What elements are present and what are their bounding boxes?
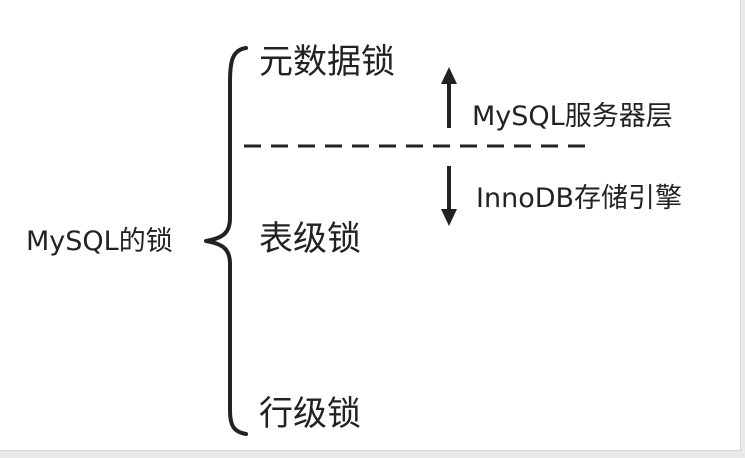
row-lock-label: 行级锁 [259,394,361,434]
server-layer-label: MySQL服务器层 [472,101,673,132]
metadata-lock-label: 元数据锁 [259,42,395,82]
down-arrow-icon [441,166,457,226]
brace-icon [204,46,248,436]
root-label: MySQL的锁 [26,226,173,257]
storage-engine-label: InnoDB存储引擎 [476,183,683,214]
up-arrow-icon [441,67,457,128]
table-lock-label: 表级锁 [259,219,361,259]
diagram-graphics [204,46,588,436]
diagram-canvas: MySQL的锁 元数据锁 表级锁 行级锁 MySQL服务器层 InnoDB存储引… [0,0,741,451]
